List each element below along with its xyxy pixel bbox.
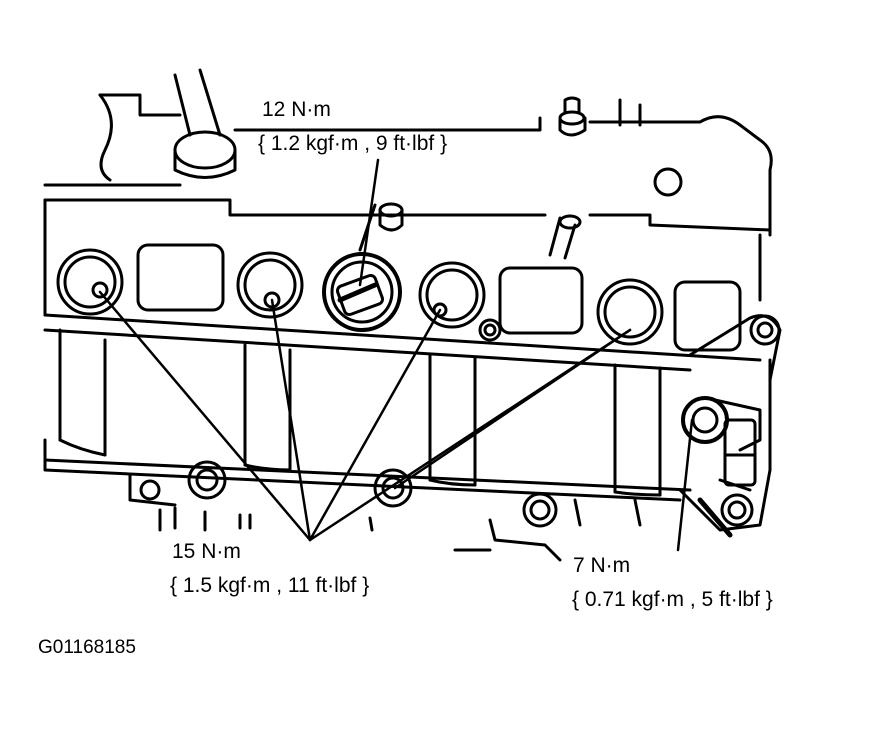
bottom-right-torque-conversion: { 0.71 kgf·m , 5 ft·lbf }	[572, 588, 773, 611]
top-torque-label: 12 N·m	[262, 98, 331, 121]
upper-block-outline	[43, 93, 773, 317]
bottom-bolt-bosses	[128, 460, 642, 562]
leader-bottom-left-2	[270, 298, 312, 542]
square-opening-2	[498, 266, 584, 335]
crankshaft-position-sensor	[681, 396, 762, 492]
square-opening-1	[136, 243, 225, 312]
port-1	[56, 248, 124, 316]
bottom-right-torque-label: 7 N·m	[573, 554, 631, 577]
top-torque-conversion: { 1.2 kgf·m , 9 ft·lbf }	[258, 132, 448, 155]
figure-code: G01168185	[38, 637, 136, 658]
port-row	[56, 243, 742, 352]
leader-bottom-left-3	[308, 308, 442, 542]
bottom-left-torque-conversion: { 1.5 kgf·m , 11 ft·lbf }	[170, 574, 370, 597]
port-3	[418, 261, 486, 329]
port-2	[236, 251, 304, 319]
leader-bottom-left-1	[98, 290, 312, 542]
sensor-port	[322, 252, 402, 332]
crank-sensor-bracket	[678, 314, 782, 538]
leader-lines	[98, 158, 694, 552]
bottom-left-torque-label: 15 N·m	[172, 540, 241, 563]
leader-top	[358, 158, 380, 287]
oil-filler-pipe	[173, 68, 237, 179]
lower-block	[43, 313, 762, 502]
leader-bottom-right	[676, 418, 694, 552]
square-opening-3	[673, 280, 742, 352]
port-4	[596, 278, 664, 346]
